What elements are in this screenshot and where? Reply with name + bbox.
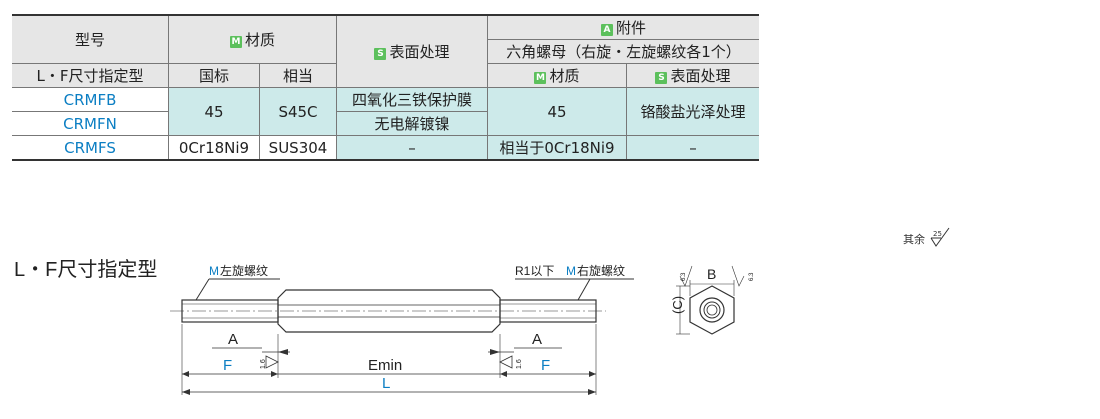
nut-material-badge-icon: M bbox=[534, 72, 547, 84]
dim-f-left: F bbox=[223, 357, 232, 374]
mat-gb-cell: 45 bbox=[168, 87, 260, 136]
end-view bbox=[676, 265, 745, 335]
left-thread-label: 左旋螺纹 bbox=[220, 263, 268, 278]
right-thread-m: M bbox=[566, 264, 576, 278]
end-rough-left: 6.3 bbox=[681, 272, 687, 281]
model-cell[interactable]: CRMFS bbox=[12, 135, 169, 161]
surface-cell: – bbox=[336, 135, 488, 161]
header-gb: 国标 bbox=[168, 63, 260, 88]
header-model: 型号 bbox=[12, 14, 169, 64]
nut-surface-badge-icon: S bbox=[655, 72, 668, 84]
dim-l: L bbox=[382, 375, 390, 392]
surface-cell: 四氧化三铁保护膜 bbox=[336, 87, 488, 112]
rod-side-view bbox=[170, 289, 606, 333]
roughness-note: 其余 25 bbox=[903, 227, 951, 249]
end-dim-c: (C) bbox=[670, 296, 685, 314]
material-badge-icon: M bbox=[229, 36, 242, 48]
dim-a-left: A bbox=[228, 331, 238, 348]
nut-surface-cell: 铬酸盐光泽处理 bbox=[626, 87, 759, 136]
nut-mat-cell: 45 bbox=[487, 87, 627, 136]
model-cell[interactable]: CRMFB bbox=[12, 87, 169, 112]
roughness-symbol-icon: 25 bbox=[930, 227, 949, 247]
surface-cell: 无电解镀镍 bbox=[336, 111, 488, 136]
mat-gb-cell: 0Cr18Ni9 bbox=[168, 135, 260, 161]
nut-surface-cell: – bbox=[626, 135, 759, 161]
chamfer-right: 1.6 bbox=[516, 359, 523, 369]
accessory-badge-icon: A bbox=[600, 24, 613, 36]
end-dim-b: B bbox=[707, 266, 716, 282]
model-cell[interactable]: CRMFN bbox=[12, 111, 169, 136]
left-thread-m: M bbox=[209, 264, 219, 278]
header-equiv: 相当 bbox=[259, 63, 337, 88]
dim-emin: Emin bbox=[368, 357, 402, 374]
right-thread-prefix: R1以下 bbox=[515, 264, 554, 278]
end-rough-right: 6.3 bbox=[749, 272, 755, 281]
dim-f-right: F bbox=[541, 357, 550, 374]
svg-text:25: 25 bbox=[933, 230, 942, 238]
chamfer-left: 1.6 bbox=[260, 359, 267, 369]
mat-eq-cell: S45C bbox=[259, 87, 337, 136]
header-nut: 六角螺母（右旋・左旋螺纹各1个） bbox=[487, 39, 759, 64]
header-type: L・F尺寸指定型 bbox=[12, 63, 169, 88]
dim-a-right: A bbox=[532, 331, 542, 348]
right-thread-label: 右旋螺纹 bbox=[577, 263, 625, 278]
surface-badge-icon: S bbox=[374, 48, 387, 60]
drawing-title: L・F尺寸指定型 bbox=[14, 258, 157, 281]
nut-mat-cell: 相当于0Cr18Ni9 bbox=[487, 135, 627, 161]
